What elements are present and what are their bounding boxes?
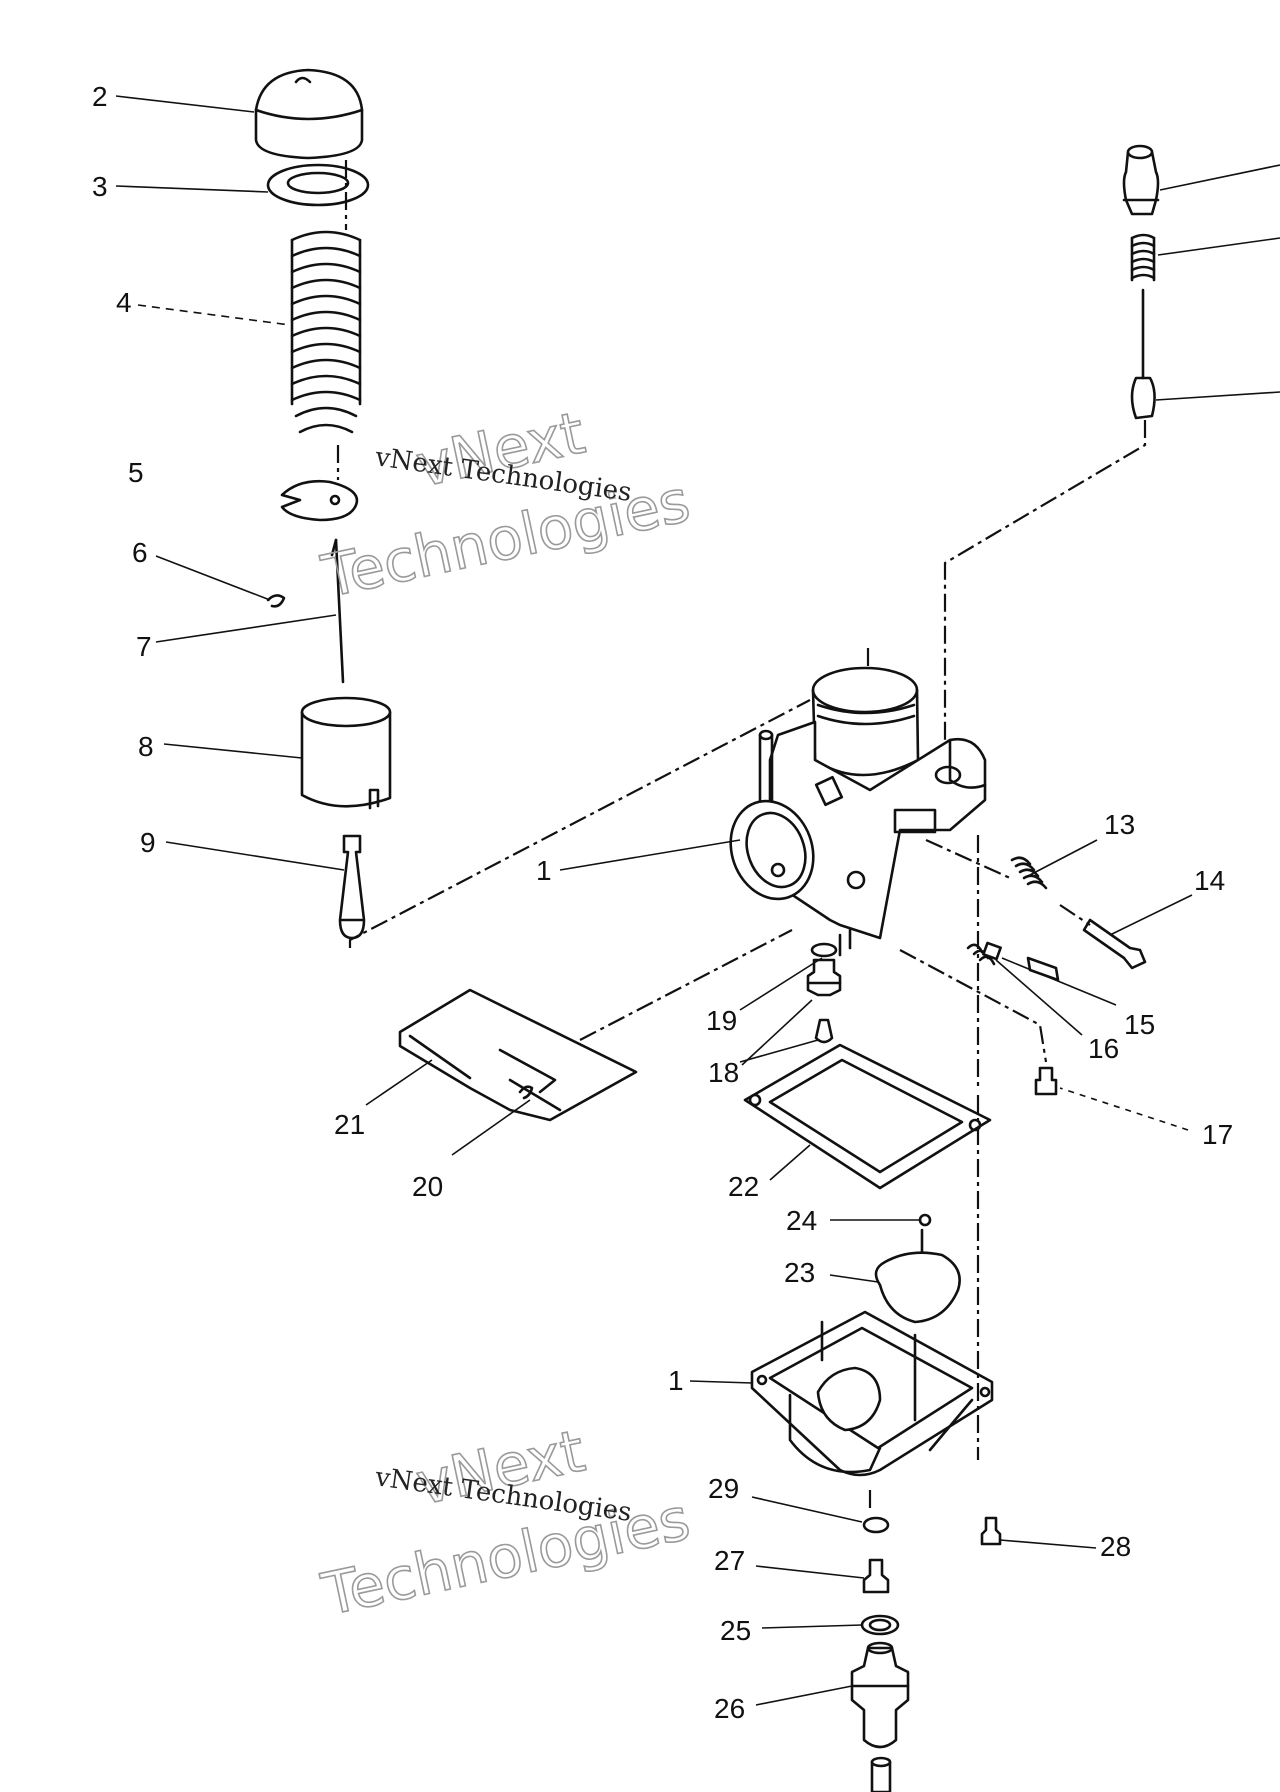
callout-8: 8 (138, 731, 154, 762)
part-1-carburetor-body (729, 666, 987, 957)
watermark-top: vNext Technologies vNext Technologies (315, 398, 696, 612)
callout-18: 18 (708, 1057, 739, 1088)
callout-29: 29 (708, 1473, 739, 1504)
callout-24: 24 (786, 1205, 817, 1236)
part-29-washer (862, 1516, 890, 1534)
part-17-drain-screw (1034, 1066, 1058, 1096)
callout-labels: 2 3 4 5 6 7 8 9 1 13 14 15 16 17 18 19 2… (92, 81, 1233, 1724)
callout-1-body: 1 (536, 855, 552, 886)
callout-2: 2 (92, 81, 108, 112)
part-3-washer (266, 163, 370, 207)
part-24-pin (918, 1213, 932, 1227)
part-6-clip (266, 594, 286, 608)
callout-28: 28 (1100, 1531, 1131, 1562)
part-21-plate (398, 988, 638, 1122)
part-8-slide (300, 696, 392, 810)
part-cable-end (1130, 288, 1156, 420)
callout-26: 26 (714, 1693, 745, 1724)
part-23-float (874, 1228, 961, 1324)
part-18-main-jet (806, 958, 842, 1044)
callout-22: 22 (728, 1171, 759, 1202)
part-22-gasket (743, 1043, 992, 1190)
callout-6: 6 (132, 537, 148, 568)
part-19-washer (810, 942, 838, 958)
part-25-oring (860, 1614, 900, 1636)
part-cable-adjuster (1122, 144, 1160, 216)
part-1-float-bowl (750, 1310, 994, 1477)
callout-4: 4 (116, 287, 132, 318)
part-14-pilot-screw (1082, 918, 1147, 970)
callout-9: 9 (140, 827, 156, 858)
callout-20: 20 (412, 1171, 443, 1202)
callout-5: 5 (128, 457, 144, 488)
callout-17: 17 (1202, 1119, 1233, 1150)
part-16-spring (966, 941, 1002, 966)
part-4-spring (290, 230, 362, 434)
part-15-fitting (1026, 956, 1060, 982)
callout-16: 16 (1088, 1033, 1119, 1064)
part-28-screw (980, 1516, 1002, 1546)
callout-25: 25 (720, 1615, 751, 1646)
callout-19: 19 (706, 1005, 737, 1036)
part-7-needle (330, 538, 345, 684)
part-cable-spring (1130, 233, 1156, 282)
part-27-jet (862, 1558, 890, 1594)
callout-27: 27 (714, 1545, 745, 1576)
callout-14: 14 (1194, 865, 1225, 896)
callout-15: 15 (1124, 1009, 1155, 1040)
callout-7: 7 (136, 631, 152, 662)
callout-23: 23 (784, 1257, 815, 1288)
part-5-plate (280, 480, 359, 522)
callout-21: 21 (334, 1109, 365, 1140)
callout-3: 3 (92, 171, 108, 202)
part-9-needle-jet (338, 834, 366, 940)
part-bottom-tube (870, 1756, 892, 1792)
watermark-bottom: vNext Technologies vNext Technologies (315, 1416, 696, 1630)
part-13-screw-spring (1010, 856, 1048, 890)
callout-13: 13 (1104, 809, 1135, 840)
part-26-jet-holder (850, 1641, 910, 1749)
part-2-cap (254, 68, 364, 160)
callout-1-bowl: 1 (668, 1365, 684, 1396)
